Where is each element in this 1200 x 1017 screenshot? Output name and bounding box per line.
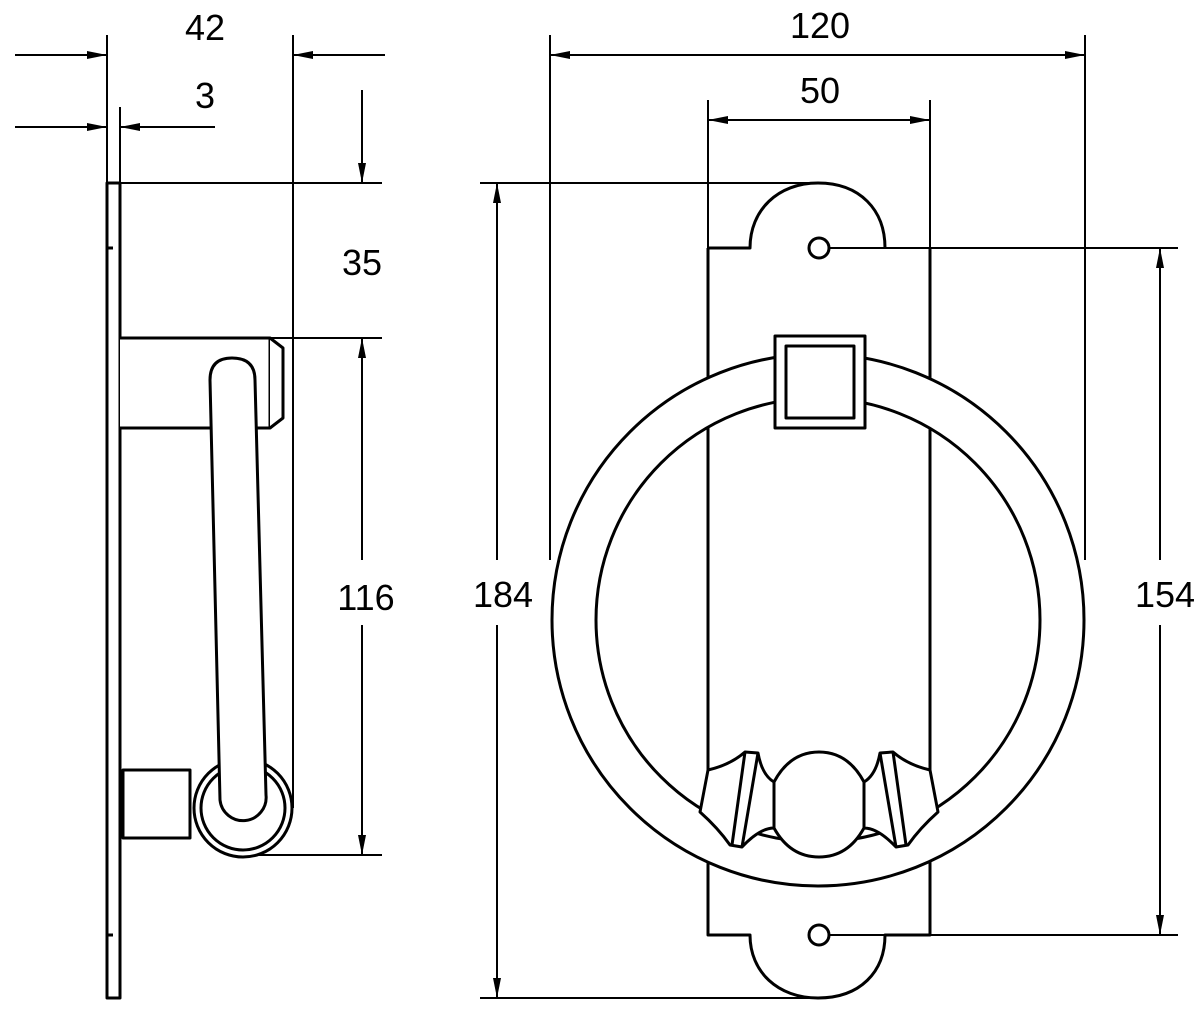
ring-hinge xyxy=(773,334,867,430)
bottom-screw-hole xyxy=(807,923,831,947)
back-plate xyxy=(105,181,122,1000)
front-plate xyxy=(706,181,932,1000)
dimension-overall-height: 184 xyxy=(473,574,533,615)
dimension-width: 42 xyxy=(185,7,225,48)
dimension-plate-width: 50 xyxy=(800,70,840,111)
dimension-knocker-height: 116 xyxy=(337,577,394,618)
dimension-top-offset: 35 xyxy=(342,242,382,283)
top-screw-hole xyxy=(807,236,831,260)
knocker-arm xyxy=(208,356,268,823)
dimension-plate-thickness: 3 xyxy=(195,75,215,116)
side-view: 42 3 35 116 xyxy=(15,7,395,1000)
dimension-hole-spacing: 154 xyxy=(1135,574,1195,615)
dimension-overall-width: 120 xyxy=(790,5,850,46)
striker-ornament xyxy=(698,750,940,859)
front-view: 120 50 184 154 xyxy=(473,5,1195,1000)
